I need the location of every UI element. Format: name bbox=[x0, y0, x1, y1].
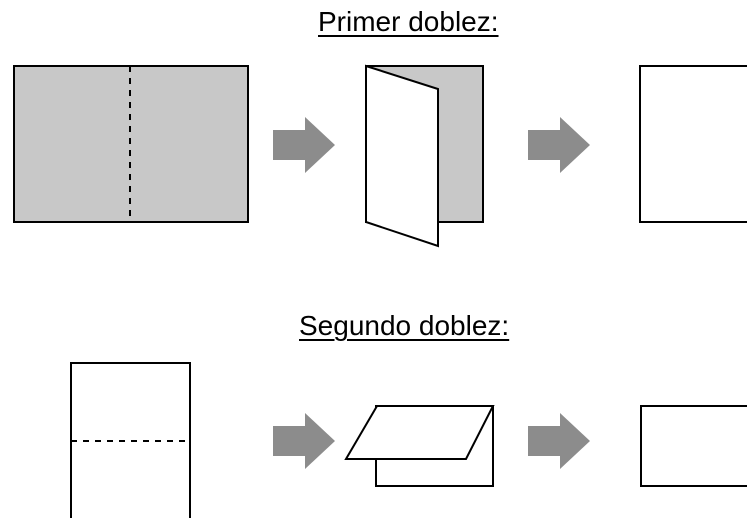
folded-sheet-final bbox=[640, 405, 747, 487]
folding-flap bbox=[365, 64, 439, 248]
arrow-3 bbox=[273, 413, 335, 469]
folded-sheet bbox=[639, 65, 747, 223]
sheet-unfolded bbox=[13, 65, 249, 223]
sheet-folded-once bbox=[639, 65, 747, 223]
arrow-1 bbox=[273, 117, 335, 173]
second-fold-heading: Segundo doblez: bbox=[299, 310, 510, 341]
sheet-folding-down bbox=[344, 405, 495, 487]
arrow-4 bbox=[528, 413, 590, 469]
folding-flap-down bbox=[344, 405, 495, 460]
first-fold-heading: Primer doblez: bbox=[318, 6, 499, 37]
sheet-folded-twice bbox=[640, 405, 747, 487]
arrow-2 bbox=[528, 117, 590, 173]
sheet-folding-in-half bbox=[365, 64, 484, 248]
folded-sheet-portrait bbox=[70, 362, 191, 518]
